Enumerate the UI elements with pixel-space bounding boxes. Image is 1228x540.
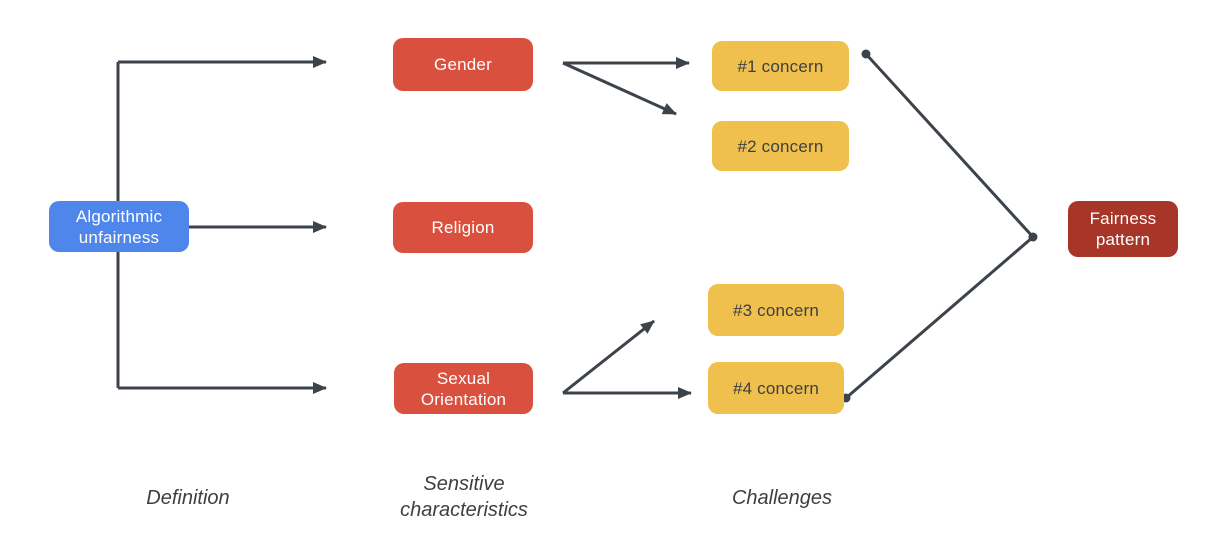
node-concern-4: #4 concern [708,362,844,414]
endpoint-dot-top [861,49,871,59]
node-concern-3: #3 concern [708,284,844,336]
node-religion: Religion [393,202,533,253]
node-sexual-orientation: Sexual Orientation [394,363,533,414]
edge-gender-to-concern2 [562,61,677,116]
node-algorithmic-unfairness: Algorithmic unfairness [49,201,189,252]
node-concern-1: #1 concern [712,41,849,91]
node-fairness-pattern: Fairness pattern [1068,201,1178,257]
edge-sexual-orientation-to-concern3 [562,319,655,395]
column-label-challenges: Challenges [731,487,833,509]
endpoint-dot-vertex [1028,232,1038,242]
column-label-sensitive-characteristics: Sensitive characteristics [400,473,528,521]
column-label-definition: Definition [146,487,230,509]
node-concern-2: #2 concern [712,121,849,171]
node-gender: Gender [393,38,533,91]
edge-concerns-to-fairness-pattern [845,52,1036,400]
